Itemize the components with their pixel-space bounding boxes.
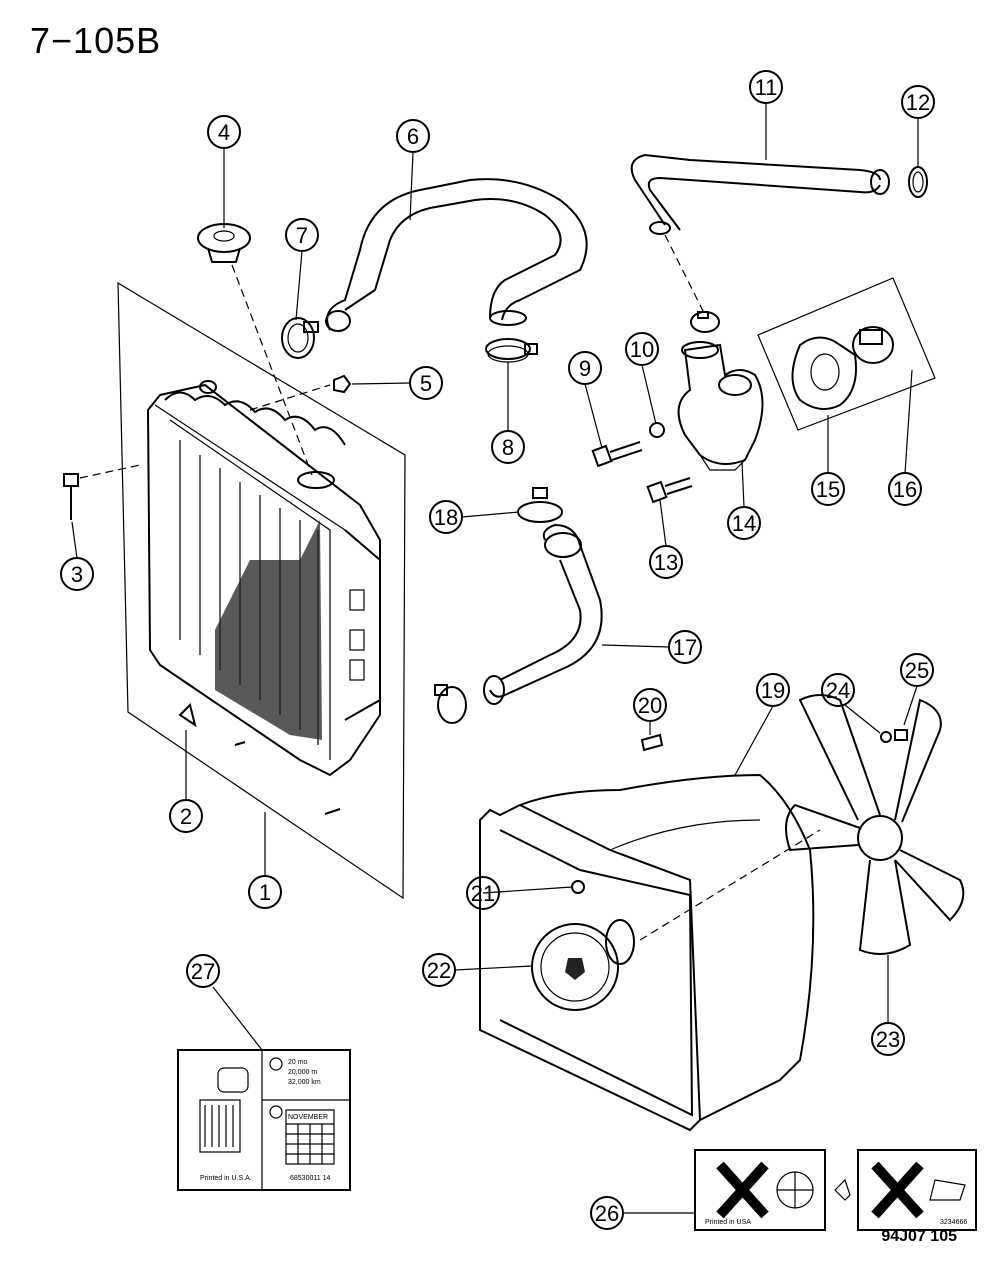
callout-2: 2 xyxy=(169,799,203,833)
upper-hose xyxy=(325,178,588,332)
lower-hose xyxy=(483,523,603,705)
fan-warning-label xyxy=(694,1149,977,1231)
fan-shroud xyxy=(479,773,815,1132)
callout-20: 20 xyxy=(633,688,667,722)
callout-3: 3 xyxy=(60,557,94,591)
callout-25: 25 xyxy=(900,653,934,687)
callout-24: 24 xyxy=(821,673,855,707)
callout-21: 21 xyxy=(466,876,500,910)
label-27-item1-line1: 20 mo xyxy=(288,1059,308,1066)
hose-clamp-8 xyxy=(485,338,538,363)
radiator xyxy=(146,380,381,777)
svg-text:12: 12 xyxy=(906,90,930,115)
label-27-part-no: 68530011 14 xyxy=(290,1175,330,1182)
diagram-code: 94J07 105 xyxy=(881,1228,957,1245)
callout-5: 5 xyxy=(409,366,443,400)
callout-23: 23 xyxy=(871,1022,905,1056)
callout-18: 18 xyxy=(429,500,463,534)
svg-text:9: 9 xyxy=(579,356,591,381)
nut-21 xyxy=(571,880,585,894)
bolt-25 xyxy=(894,729,908,741)
svg-text:23: 23 xyxy=(876,1027,900,1052)
callout-11: 11 xyxy=(749,70,783,104)
svg-text:11: 11 xyxy=(755,75,778,100)
callout-4: 4 xyxy=(207,115,241,149)
svg-text:14: 14 xyxy=(732,511,756,536)
label-27-item1-line3: 32,000 km xyxy=(288,1079,321,1086)
callout-17: 17 xyxy=(668,630,702,664)
svg-text:10: 10 xyxy=(630,337,654,362)
gasket xyxy=(791,336,857,410)
fan xyxy=(785,694,965,955)
callout-9: 9 xyxy=(568,351,602,385)
svg-text:17: 17 xyxy=(673,635,697,660)
callout-16: 16 xyxy=(888,472,922,506)
svg-text:27: 27 xyxy=(191,959,215,984)
svg-text:7: 7 xyxy=(296,223,308,248)
callout-12: 12 xyxy=(901,85,935,119)
radiator-panel xyxy=(117,281,406,900)
bolt-13 xyxy=(646,477,693,504)
bypass-hose xyxy=(630,153,890,235)
svg-text:6: 6 xyxy=(407,124,419,149)
svg-text:2: 2 xyxy=(180,804,192,829)
callout-27: 27 xyxy=(186,954,220,988)
callout-15: 15 xyxy=(811,472,845,506)
callout-10: 10 xyxy=(625,332,659,366)
washer-10 xyxy=(649,422,665,438)
callout-6: 6 xyxy=(396,119,430,153)
hose-clamp-18 xyxy=(517,487,563,523)
svg-text:18: 18 xyxy=(434,505,458,530)
fan-clutch xyxy=(531,919,635,1011)
label-27-item1-line2: 20,000 m xyxy=(288,1069,317,1076)
bolt-3 xyxy=(63,473,79,520)
svg-text:3: 3 xyxy=(71,562,83,587)
page-title: 7−105B xyxy=(30,20,162,61)
hose-clamp-bypass xyxy=(690,311,720,333)
screw-20 xyxy=(640,733,664,752)
label-26-part-no: 3234666 xyxy=(940,1219,967,1226)
thermostat-kit-box xyxy=(757,277,936,431)
svg-text:8: 8 xyxy=(502,435,514,460)
label-27-printed: Printed in U.S.A. xyxy=(200,1175,252,1182)
svg-text:19: 19 xyxy=(761,678,785,703)
callout-1: 1 xyxy=(248,875,282,909)
label-26-printed: Printed in USA xyxy=(705,1219,751,1226)
callout-7: 7 xyxy=(285,218,319,252)
thermostat xyxy=(852,326,894,364)
hose-clamp-7 xyxy=(281,317,319,359)
svg-text:4: 4 xyxy=(218,120,230,145)
callout-8: 8 xyxy=(491,430,525,464)
svg-text:16: 16 xyxy=(893,477,917,502)
svg-text:25: 25 xyxy=(905,658,929,683)
hose-clamp-12 xyxy=(908,166,928,198)
svg-text:13: 13 xyxy=(654,550,678,575)
svg-text:1: 1 xyxy=(259,880,271,905)
callout-19: 19 xyxy=(756,673,790,707)
label-27-month: NOVEMBER xyxy=(288,1114,328,1121)
callout-22: 22 xyxy=(422,953,456,987)
nut-5 xyxy=(333,374,352,394)
svg-text:24: 24 xyxy=(826,678,850,703)
svg-text:26: 26 xyxy=(595,1201,619,1226)
svg-text:15: 15 xyxy=(816,477,840,502)
leader-lines xyxy=(71,103,919,1214)
coolant-service-label xyxy=(177,1049,351,1191)
thermostat-housing xyxy=(677,341,764,471)
callout-14: 14 xyxy=(727,506,761,540)
callout-13: 13 xyxy=(649,545,683,579)
svg-text:5: 5 xyxy=(420,371,432,396)
hose-clamp-lower xyxy=(434,684,467,724)
svg-text:22: 22 xyxy=(427,958,451,983)
svg-text:21: 21 xyxy=(471,881,495,906)
bolt-9 xyxy=(591,441,643,468)
svg-text:20: 20 xyxy=(638,693,662,718)
radiator-cap xyxy=(197,223,251,263)
washer-24 xyxy=(880,731,892,743)
callout-26: 26 xyxy=(590,1196,624,1230)
